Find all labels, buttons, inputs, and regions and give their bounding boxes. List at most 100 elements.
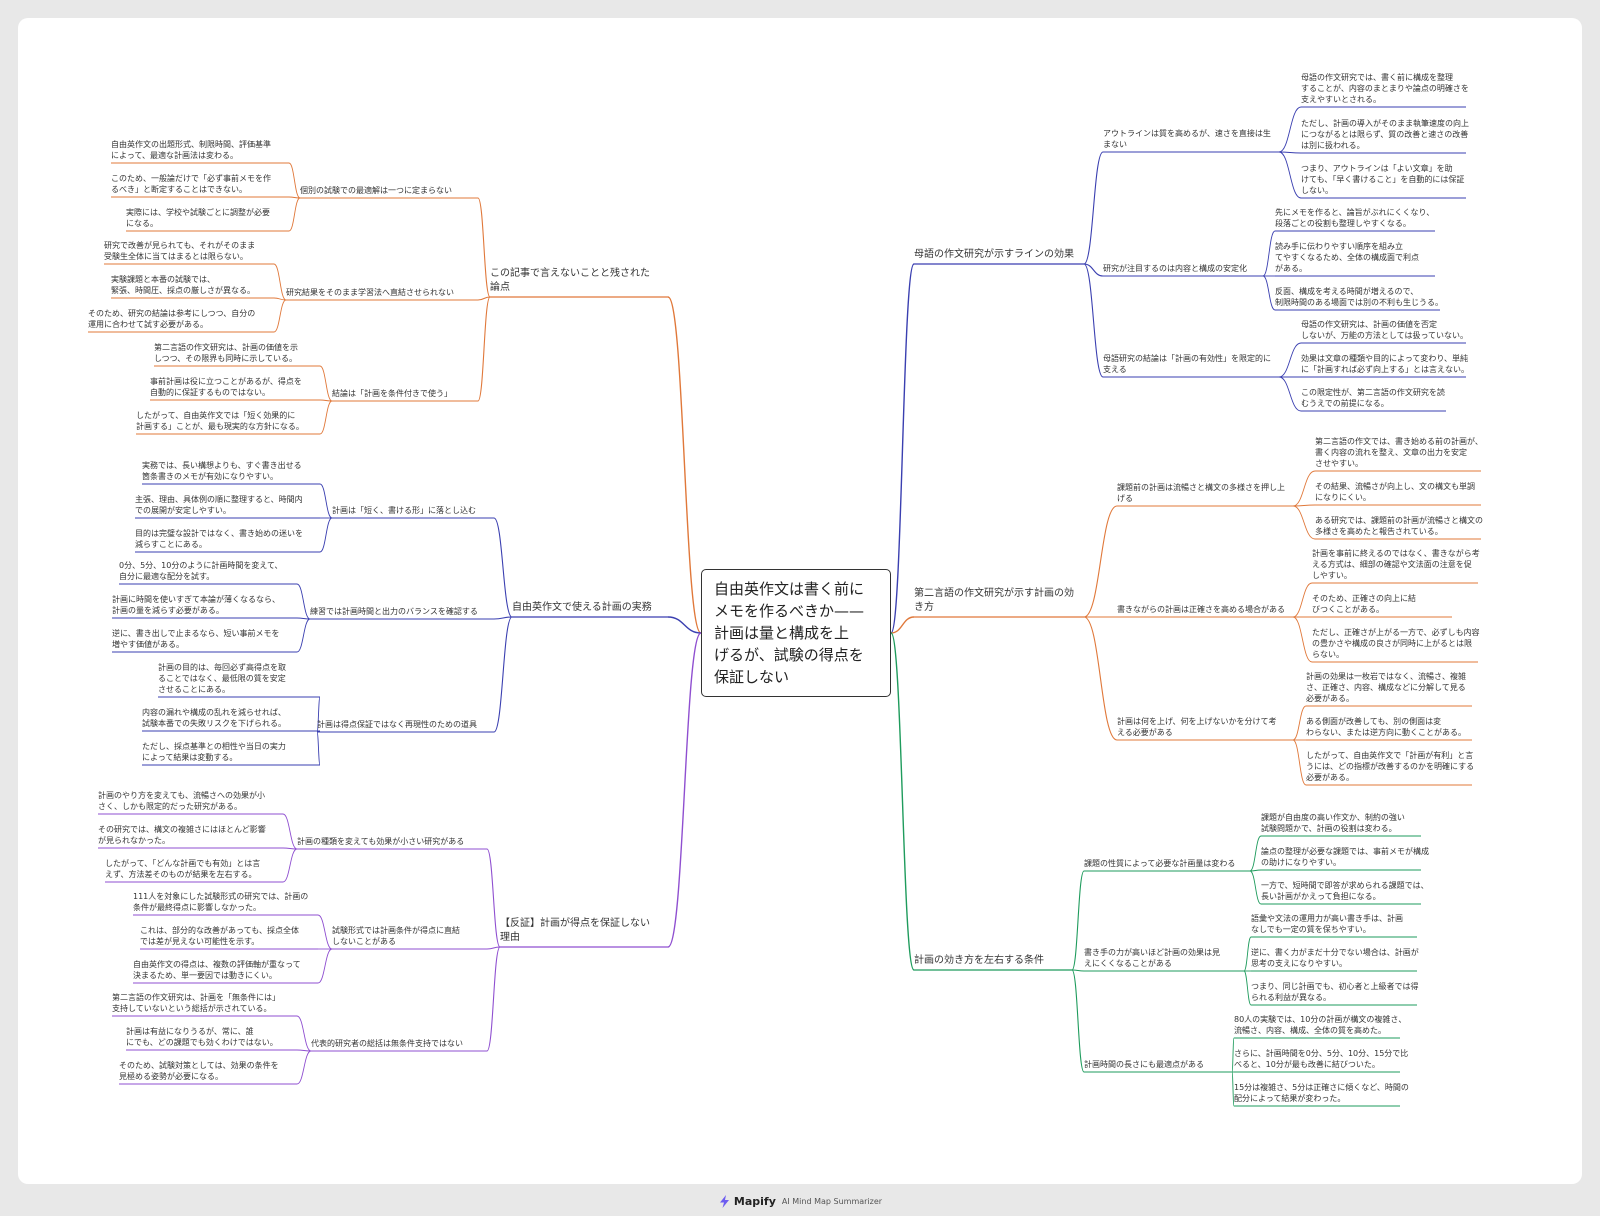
leaf-node[interactable]: 計画に時間を使いすぎて本論が薄くなるなら、 計画の量を減らす必要がある。 [112, 594, 297, 616]
leaf-node[interactable]: 計画の目的は、毎回必ず高得点を取 ることではなく、最低限の質を安定 させることに… [158, 662, 320, 695]
leaf-node[interactable]: 0分、5分、10分のように計画時間を変えて、 自分に最適な配分を試す。 [119, 560, 297, 582]
leaf-node[interactable]: 15分は複雑さ、5分は正確さに傾くなど、時間の 配分によって結果が変わった。 [1234, 1082, 1409, 1104]
leaf-line: 決まるため、単一要因では動きにくい。 [133, 971, 277, 980]
leaf-node[interactable]: 第二言語の作文研究は、計画を「無条件には」 支持していないという総括が示されてい… [112, 992, 297, 1014]
leaf-node[interactable]: 80人の実験では、10分の計画が構文の複雑さ、 流暢さ、内容、構成、全体の質を高… [1234, 1014, 1406, 1036]
leaf-node[interactable]: したがって、自由英作文では「短く効果的に 計画する」ことが、最も現実的な方針にな… [136, 410, 320, 432]
subtopic-node[interactable]: 個別の試験での最適解は一つに定まらない [300, 185, 478, 196]
subtopic-node[interactable]: 課題前の計画は流暢さと構文の多様さを押し上 げる [1117, 482, 1293, 504]
subtopic-node[interactable]: 計画は得点保証ではなく再現性のための道具 [317, 719, 494, 730]
leaf-node[interactable]: 論点の整理が必要な課題では、事前メモが構成 の助けになりやすい。 [1261, 846, 1429, 868]
leaf-node[interactable]: 第二言語の作文研究は、計画の価値を示 しつつ、その限界も同時に示している。 [154, 342, 320, 364]
central-topic-node[interactable]: 自由英作文は書く前に メモを作るべきか—— 計画は量と構成を上 げるが、試験の得… [701, 569, 891, 697]
leaf-node[interactable]: 計画の効果は一枚岩ではなく、流暢さ、複雑 さ、正確さ、内容、構成などに分解して見… [1306, 671, 1472, 704]
leaf-node[interactable]: 反面、構成を考える時間が増えるので、 制限時間のある場面では別の不利も生じうる。 [1275, 286, 1443, 308]
leaf-node[interactable]: 読み手に伝わりやすい順序を組み立 てやすくなるため、全体の構成面で利点 がある。 [1275, 241, 1435, 274]
leaf-node[interactable]: 計画を事前に終えるのではなく、書きながら考 える方式は、細部の確認や文法面の注意… [1312, 548, 1480, 581]
connector-line [296, 1015, 312, 1052]
leaf-line: の助けになりやすい。 [1261, 858, 1341, 867]
connector-line [1292, 616, 1313, 663]
subtopic-node[interactable]: 計画時間の長さにも最適点がある [1084, 1059, 1232, 1070]
leaf-node[interactable]: 母語の作文研究は、計画の価値を否定 しないが、万能の方法としては扱っていない。 [1301, 319, 1468, 341]
leaf-node[interactable]: 実験課題と本番の試験では、 緊張、時間圧、採点の厳しさが異なる。 [111, 274, 274, 296]
leaf-line: させることにある。 [158, 685, 230, 694]
leaf-node[interactable]: 研究で改善が見られても、それがそのまま 受験生全体に当てはまるとは限らない。 [104, 240, 274, 262]
subtopic-node[interactable]: 研究が注目するのは内容と構成の安定化 [1103, 263, 1263, 274]
leaf-node[interactable]: このため、一般論だけで「必ず事前メモを作 るべき」と断定することはできない。 [111, 173, 289, 195]
leaf-node[interactable]: 先にメモを作ると、論旨がぶれにくくなり、 段落ごとの役割も整理しやすくなる。 [1275, 207, 1435, 229]
leaf-line: 課題が自由度の高い作文か、制約の強い [1261, 813, 1405, 822]
leaf-line: 実務では、長い構想よりも、すぐ書き出せる [142, 461, 302, 470]
leaf-line: 自由英作文の出題形式、制限時間、評価基準 [111, 140, 271, 149]
leaf-node[interactable]: この限定性が、第二言語の作文研究を読 むうえでの前提になる。 [1301, 387, 1446, 409]
subtopic-node[interactable]: 計画の種類を変えても効果が小さい研究がある [297, 836, 487, 847]
leaf-node[interactable]: 自由英作文の得点は、複数の評価軸が重なって 決まるため、単一要因では動きにくい。 [133, 959, 318, 981]
leaf-line: 111人を対象にした試験形式の研究では、計画の [133, 892, 309, 901]
topic-line: 【反証】計画が得点を保証しない [500, 918, 650, 929]
subtopic-node[interactable]: 練習では計画時間と出力のバランスを確認する [310, 606, 494, 617]
leaf-node[interactable]: 一方で、短時間で即答が求められる課題では、 長い計画がかえって負担になる。 [1261, 880, 1429, 902]
subtopic-node[interactable]: 結論は「計画を条件付きで使う」 [332, 388, 478, 399]
subtopic-node[interactable]: アウトラインは質を高めるが、速さを直接は生 まない [1103, 128, 1279, 150]
leaf-node[interactable]: さらに、計画時間を0分、5分、10分、15分で比 べると、10分が最も改善に結び… [1234, 1048, 1408, 1070]
leaf-line: 試験問題かで、計画の役割は変わる。 [1261, 824, 1397, 833]
leaf-node[interactable]: つまり、アウトラインは「よい文章」を助 けても、「早く書けること」を自動的には保… [1301, 163, 1466, 196]
leaf-node[interactable]: 第二言語の作文では、書き始める前の計画が、 書く内容の流れを整え、文章の出力を安… [1315, 436, 1483, 469]
leaf-node[interactable]: 母語の作文研究では、書く前に構成を整理 することが、内容のまとまりや論点の明確さ… [1301, 72, 1469, 105]
leaf-node[interactable]: したがって、「どんな計画でも有効」とは言 えず、方法差そのものが結果を左右する。 [105, 858, 283, 880]
branch-topic-unsaid-issues[interactable]: この記事で言えないことと残された 論点 [490, 267, 668, 295]
branch-topic-counter-evidence[interactable]: 【反証】計画が得点を保証しない 理由 [500, 917, 668, 945]
leaf-line: 段落ごとの役割も整理しやすくなる。 [1275, 219, 1411, 228]
leaf-line: ただし、計画の導入がそのまま執筆速度の向上 [1301, 119, 1469, 128]
leaf-node[interactable]: そのため、研究の結論は参考にしつつ、自分の 運用に合わせて試す必要がある。 [88, 308, 274, 330]
leaf-node[interactable]: その研究では、構文の複雑さにはほとんど影響 が見られなかった。 [98, 824, 283, 846]
leaf-node[interactable]: 内容の漏れや構成の乱れを減らせれば、 試験本番での失敗リスクを下げられる。 [142, 707, 320, 729]
leaf-node[interactable]: 実際には、学校や試験ごとに調整が必要 になる。 [126, 207, 289, 229]
leaf-node[interactable]: ある研究では、課題前の計画が流暢さと構文の 多様さを高めたと報告されている。 [1315, 515, 1483, 537]
branch-topic-native-writing-research[interactable]: 母語の作文研究が示すラインの効果 [914, 248, 1084, 262]
leaf-node[interactable]: 自由英作文の出題形式、制限時間、評価基準 によって、最適な計画法は変わる。 [111, 139, 289, 161]
subtopic-node[interactable]: 研究結果をそのまま学習法へ直結させられない [286, 287, 478, 298]
leaf-node[interactable]: 課題が自由度の高い作文か、制約の強い 試験問題かで、計画の役割は変わる。 [1261, 812, 1421, 834]
subtopic-node[interactable]: 代表的研究者の総括は無条件支持ではない [311, 1038, 487, 1049]
leaf-line: 実験課題と本番の試験では、 [111, 275, 215, 284]
leaf-node[interactable]: 計画のやり方を変えても、流暢さへの効果が小 さく、しかも限定的だった研究がある。 [98, 790, 283, 812]
leaf-node[interactable]: 逆に、書き出しで止まるなら、短い事前メモを 増やす価値がある。 [112, 628, 297, 650]
connector-line [493, 616, 513, 620]
leaf-node[interactable]: 語彙や文法の運用力が高い書き手は、計画 なしでも一定の質を保ちやすい。 [1251, 913, 1417, 935]
topic-line: 理由 [500, 932, 520, 943]
connector-line [1071, 870, 1085, 971]
leaf-node[interactable]: 事前計画は役に立つことがあるが、得点を 自動的に保証するものではない。 [150, 376, 320, 398]
leaf-node[interactable]: したがって、自由英作文で「計画が有利」と言 うには、どの指標が改善するのかを明確… [1306, 750, 1474, 783]
subtopic-node[interactable]: 書き手の力が高いほど計画の効果は見 えにくくなることがある [1084, 947, 1244, 969]
leaf-node[interactable]: その結果、流暢さが向上し、文の構文も単調 になりにくい。 [1315, 481, 1481, 503]
subtopic-node[interactable]: 母語研究の結論は「計画の有効性」を限定的に 支える [1103, 353, 1279, 375]
branch-topic-l2-writing-research[interactable]: 第二言語の作文研究が示す計画の効 き方 [914, 587, 1084, 615]
subtopic-node[interactable]: 書きながらの計画は正確さを高める場合がある [1117, 604, 1293, 615]
leaf-node[interactable]: ただし、正確さが上がる一方で、必ずしも内容 の豊かさや構成の良さが同時に上がると… [1312, 627, 1480, 660]
leaf-node[interactable]: 主張、理由、具体例の順に整理すると、時間内 での展開が安定しやすい。 [135, 494, 320, 516]
leaf-node[interactable]: ただし、計画の導入がそのまま執筆速度の向上 につながるとは限らず、質の改善と速さ… [1301, 118, 1469, 151]
leaf-line: なしでも一定の質を保ちやすい。 [1251, 925, 1371, 934]
leaf-node[interactable]: 逆に、書く力がまだ十分でない場合は、計画が 思考の支えになりやすい。 [1251, 947, 1419, 969]
branch-topic-practical-planning[interactable]: 自由英作文で使える計画の実務 [512, 601, 668, 615]
subtopic-node[interactable]: 試験形式では計画条件が得点に直結 しないことがある [332, 925, 487, 947]
leaf-node[interactable]: つまり、同じ計画でも、初心者と上級者では得 られる利益が異なる。 [1251, 981, 1418, 1003]
leaf-node[interactable]: 実務では、長い構想よりも、すぐ書き出せる 箇条書きのメモが有効になりやすい。 [142, 460, 320, 482]
subtopic-node[interactable]: 計画は何を上げ、何を上げないかを分けて考 える必要がある [1117, 716, 1293, 738]
leaf-node[interactable]: ある側面が改善しても、別の側面は変 わらない、または逆方向に動くことがある。 [1306, 716, 1472, 738]
leaf-node[interactable]: 目的は完璧な設計ではなく、書き始めの迷いを 減らすことにある。 [135, 528, 320, 550]
leaf-node[interactable]: そのため、正確さの向上に結 びつくことがある。 [1312, 593, 1452, 615]
subtopic-node[interactable]: 課題の性質によって必要な計画量は変わる [1084, 858, 1250, 869]
footer-branding: Mapify AI Mind Map Summarizer [0, 1190, 1600, 1212]
leaf-node[interactable]: 計画は有益になりうるが、常に、誰 にでも、どの課題でも効くわけではない。 [126, 1026, 297, 1048]
leaf-node[interactable]: 111人を対象にした試験形式の研究では、計画の 条件が最終得点に影響しなかった。 [133, 891, 318, 913]
leaf-node[interactable]: 効果は文章の種類や目的によって変わり、単純 に「計画すれば必ず向上する」とは言え… [1301, 353, 1469, 375]
leaf-node[interactable]: これは、部分的な改善があっても、採点全体 では差が見えない可能性を示す。 [140, 925, 318, 947]
leaf-node[interactable]: ただし、採点基準との相性や当日の実力 によって結果は変動する。 [142, 741, 320, 763]
subtopic-node[interactable]: 計画は「短く、書ける形」に落とし込む [332, 505, 494, 516]
branch-topic-conditions[interactable]: 計画の効き方を左右する条件 [914, 954, 1072, 968]
leaf-node[interactable]: そのため、試験対策としては、効果の条件を 見極める姿勢が必要になる。 [119, 1060, 297, 1082]
connector-line [288, 197, 301, 232]
leaf-line: える方式は、細部の確認や文法面の注意を促 [1312, 560, 1472, 569]
